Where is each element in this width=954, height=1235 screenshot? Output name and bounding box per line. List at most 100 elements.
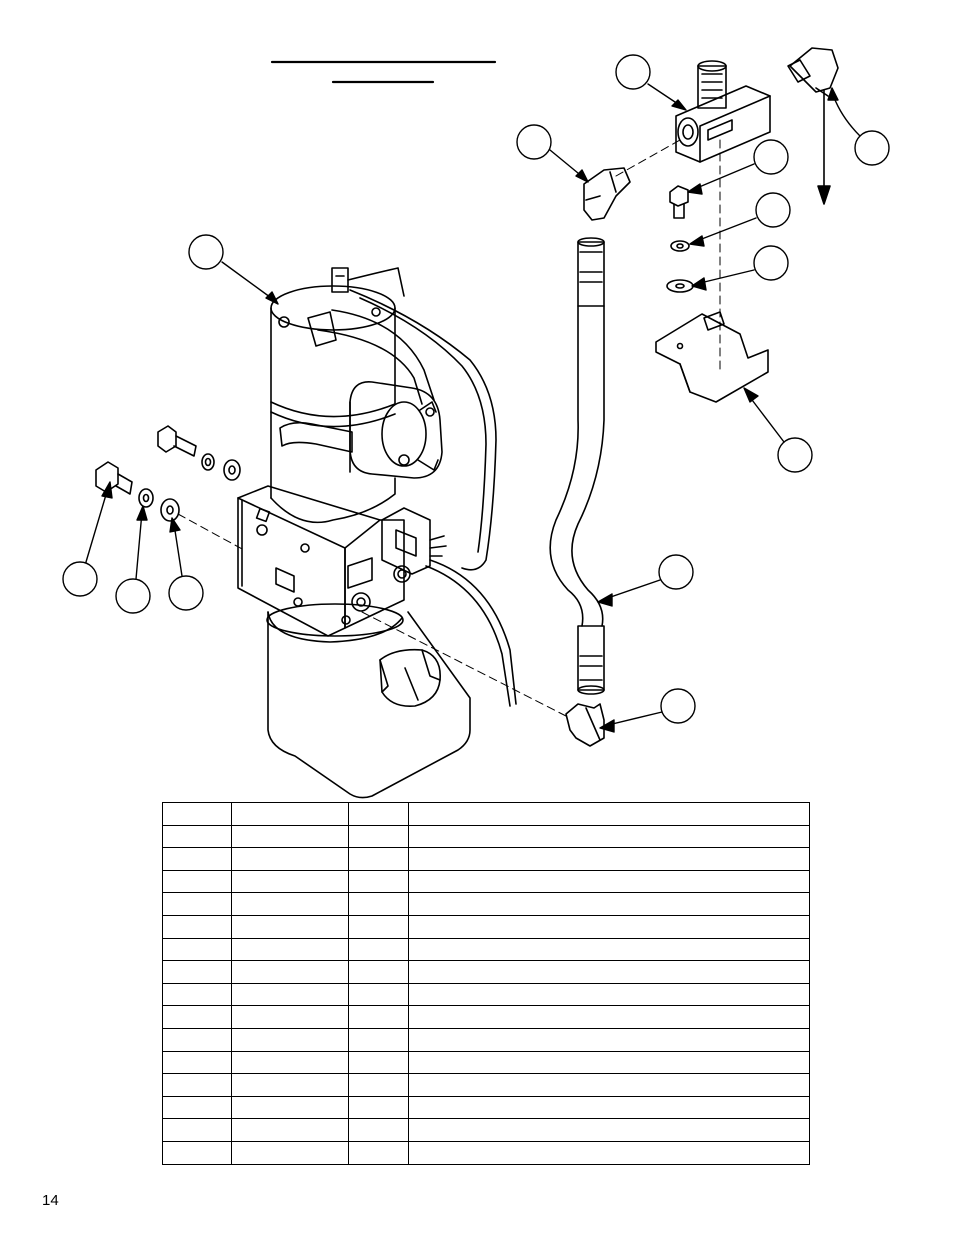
page-number: 14 — [42, 1192, 59, 1209]
table-cell — [162, 802, 232, 826]
callout-bracket — [743, 387, 813, 473]
table-row — [162, 892, 810, 916]
electric-motor — [270, 267, 497, 571]
table-cell — [162, 1095, 232, 1120]
table-row — [162, 1140, 810, 1165]
table-cell — [408, 1050, 810, 1075]
bracket-lock-washer — [670, 240, 690, 252]
elbow-fitting-lower — [565, 703, 605, 747]
assembly-line-left — [177, 513, 245, 551]
callout-flat-washer — [691, 245, 789, 291]
filler-cap — [379, 648, 441, 708]
table-cell — [231, 937, 349, 962]
table-row — [162, 937, 810, 962]
table-cell — [162, 824, 232, 849]
motor-clamp — [279, 421, 353, 453]
table-cell — [231, 914, 349, 939]
table-cell — [231, 1073, 349, 1097]
mounting-bracket — [655, 311, 769, 403]
callouts — [62, 54, 890, 733]
manifold-block — [237, 485, 411, 637]
table-cell — [231, 960, 349, 984]
table-cell — [348, 1005, 409, 1029]
table-cell — [162, 982, 232, 1007]
callout-power-unit — [188, 234, 279, 305]
table-cell — [162, 847, 232, 871]
table-cell — [408, 914, 810, 939]
table-cell — [231, 847, 349, 871]
callout-washer-flat — [168, 517, 204, 611]
table-cell — [162, 960, 232, 984]
table-row — [162, 1005, 810, 1029]
flat-washer-upper — [223, 459, 241, 481]
callout-washer-lock — [115, 505, 151, 614]
table-cell — [162, 1027, 232, 1052]
callout-upper-elbow — [516, 124, 589, 183]
table-row — [162, 982, 810, 1007]
table-row — [162, 869, 810, 894]
table-cell — [348, 960, 409, 984]
flat-washer-lower — [160, 498, 180, 522]
table-cell — [348, 1140, 409, 1165]
reservoir-tank — [266, 603, 471, 799]
table-cell — [348, 802, 409, 826]
table-cell — [408, 1140, 810, 1165]
callout-bolt — [62, 481, 113, 597]
table-cell — [231, 1005, 349, 1029]
callout-hose — [597, 554, 694, 607]
table-cell — [408, 892, 810, 916]
table-cell — [231, 1118, 349, 1142]
table-cell — [162, 914, 232, 939]
table-cell — [348, 937, 409, 962]
return-line-arrow — [817, 89, 831, 205]
table-row — [162, 1050, 810, 1075]
table-cell — [348, 892, 409, 916]
table-cell — [162, 1050, 232, 1075]
table-cell — [231, 1095, 349, 1120]
table-cell — [162, 869, 232, 894]
table-cell — [408, 1073, 810, 1097]
lock-washer-upper — [201, 453, 215, 471]
callout-lock-washer — [689, 192, 791, 247]
elbow-fitting-return — [787, 47, 839, 97]
table-cell — [408, 982, 810, 1007]
table-cell — [231, 1027, 349, 1052]
table-cell — [408, 1005, 810, 1029]
callout-lower-elbow — [599, 688, 696, 733]
table-row — [162, 1027, 810, 1052]
assembly-line-lower — [361, 611, 567, 717]
table-cell — [348, 1095, 409, 1120]
table-row — [162, 824, 810, 849]
table-cell — [231, 982, 349, 1007]
table-header-row — [162, 802, 810, 826]
table-cell — [348, 1073, 409, 1097]
table-cell — [162, 937, 232, 962]
callout-release-valve — [615, 54, 687, 111]
lock-washer-lower — [138, 488, 154, 508]
exploded-parts-diagram — [62, 47, 890, 799]
table-row — [162, 1118, 810, 1142]
table-cell — [408, 847, 810, 871]
table-cell — [231, 869, 349, 894]
parts-list-table — [162, 802, 810, 1165]
table-cell — [408, 824, 810, 849]
table-row — [162, 1095, 810, 1120]
callout-return-elbow — [827, 87, 890, 166]
table-cell — [408, 960, 810, 984]
bolt-lower — [95, 461, 133, 495]
table-cell — [231, 802, 349, 826]
title-lines — [270, 60, 497, 84]
elbow-fitting-upper — [583, 167, 631, 221]
table-cell — [348, 869, 409, 894]
table-cell — [408, 869, 810, 894]
table-cell — [348, 1027, 409, 1052]
table-cell — [348, 847, 409, 871]
table-cell — [162, 892, 232, 916]
table-cell — [408, 1118, 810, 1142]
table-cell — [348, 824, 409, 849]
table-cell — [348, 982, 409, 1007]
table-cell — [231, 1050, 349, 1075]
bracket-flat-washer — [666, 279, 694, 293]
table-cell — [231, 892, 349, 916]
table-cell — [162, 1005, 232, 1029]
